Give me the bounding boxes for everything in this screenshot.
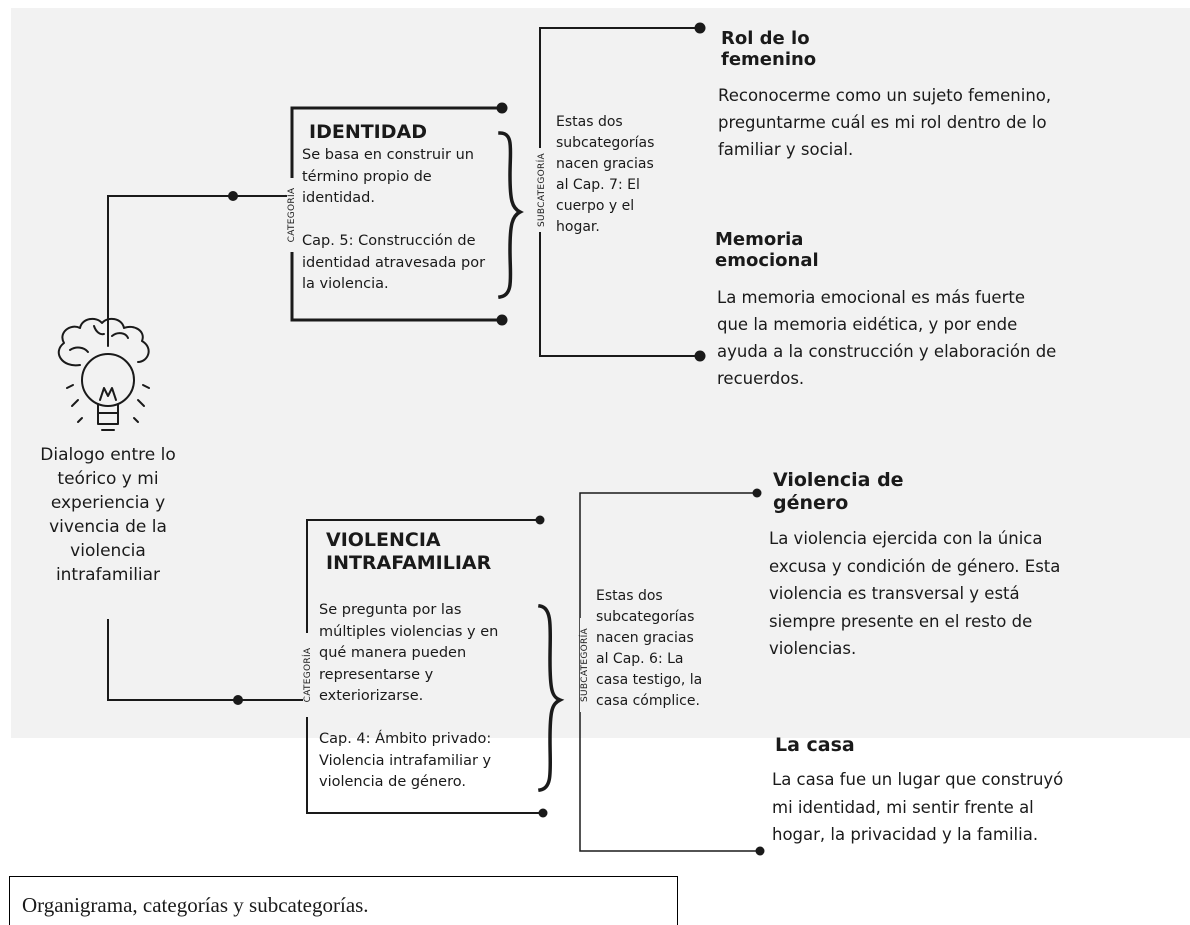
subcategory-title-la-casa: La casa <box>775 734 855 756</box>
figure-caption: Organigrama, categorías y subcategorías. <box>22 893 369 917</box>
category-vertical-label: CATEGORÍA <box>287 178 297 252</box>
subcategory-title-violencia-genero: Violencia de género <box>773 469 904 514</box>
subcategory-desc-rol-femenino: Reconocerme como un sujeto femenino, pre… <box>718 86 1052 159</box>
curly-brace-violencia <box>538 604 565 792</box>
category-description-identidad: Se basa en construir un término propio d… <box>302 147 486 292</box>
node-dot <box>538 808 548 818</box>
node-dot <box>496 314 508 326</box>
node-dot <box>496 102 508 114</box>
diagram-panel <box>11 8 1190 738</box>
central-label: Dialogo entre lo teórico y mi experienci… <box>40 445 176 585</box>
subcategory-desc-la-casa: La casa fue un lugar que construyó mi id… <box>772 770 1064 844</box>
subcategory-desc-violencia-genero: La violencia ejercida con la única excus… <box>769 529 1061 658</box>
subcategory-note-identidad: Estas dos subcategorías nacen gracias al… <box>556 114 655 235</box>
subcategory-title-rol-femenino: Rol de lo femenino <box>721 28 817 70</box>
subcategory-vertical-label: SUBCATEGORÍA <box>537 148 547 232</box>
curly-brace-identidad <box>498 131 524 299</box>
node-dot <box>535 515 545 525</box>
category-title-identidad: IDENTIDAD <box>309 121 427 143</box>
subcategory-desc-memoria-emocional: La memoria emocional es más fuerte que l… <box>717 288 1057 388</box>
node-dot <box>233 695 243 705</box>
node-dot <box>228 191 238 201</box>
category-description-violencia-intrafamiliar: Se pregunta por las múltiples violencias… <box>319 602 499 790</box>
connector-central-identidad <box>107 195 293 344</box>
category-title-violencia-intrafamiliar: VIOLENCIA INTRAFAMILIAR <box>326 529 492 574</box>
subcategory-title-memoria-emocional: Memoria emocional <box>715 229 819 271</box>
subcategory-vertical-label: SUBCATEGORÍA <box>580 618 590 712</box>
node-dot <box>752 488 762 498</box>
connector-central-violencia <box>107 619 308 701</box>
figure-caption-box: Organigrama, categorías y subcategorías. <box>9 876 678 925</box>
node-dot <box>694 22 706 34</box>
subcategory-note-violencia: Estas dos subcategorías nacen gracias al… <box>596 588 703 709</box>
category-vertical-label: CATEGORÍA <box>303 633 313 717</box>
brain-lightbulb-icon <box>57 317 150 431</box>
node-dot <box>694 350 706 362</box>
node-dot <box>755 846 765 856</box>
